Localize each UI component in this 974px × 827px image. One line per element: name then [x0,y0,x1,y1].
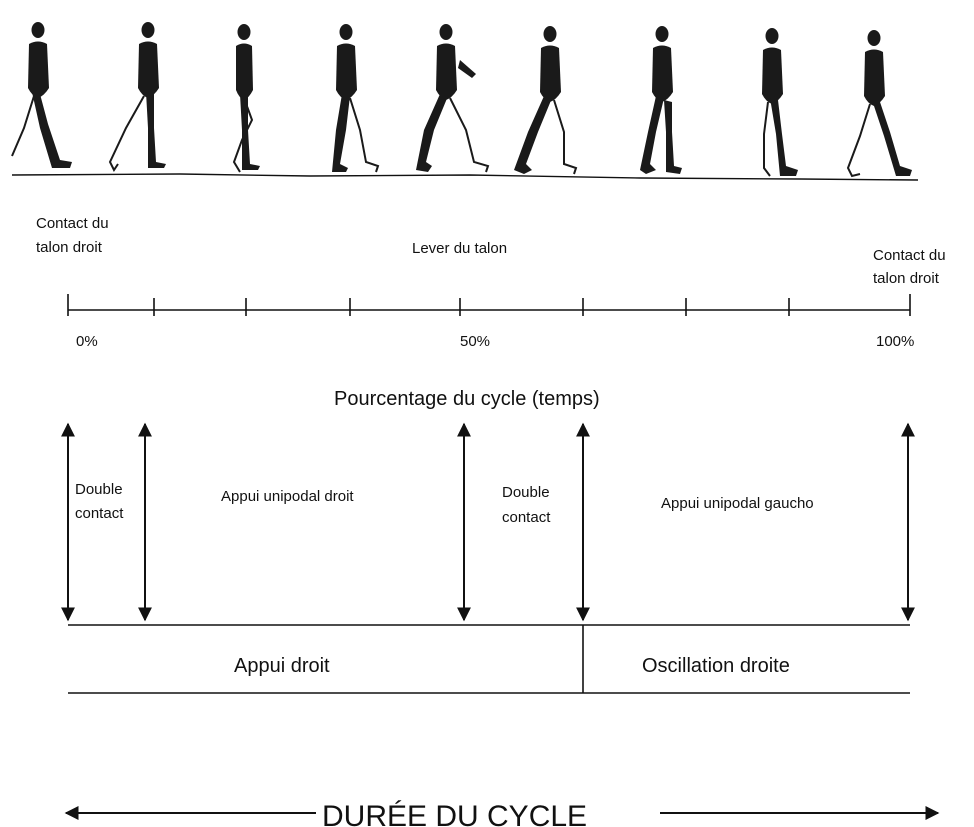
cycle-duration-label: DURÉE DU CYCLE [322,800,587,827]
walking-figures [11,22,912,178]
walker-figure [846,30,912,178]
walker-figure [514,26,578,175]
phase-arrows [61,422,915,622]
ground-line [11,173,919,181]
phase-label-single-support-left: Appui unipodal gaucho [661,495,814,512]
walker-figure [11,22,72,168]
tick-label-100: 100% [876,333,914,350]
tick-label-50: 50% [460,333,490,350]
phase-label-double-contact: contact [75,505,124,522]
phase-label-double-contact: Double [75,481,123,498]
event-label-heel-off: Lever du talon [412,240,507,257]
walker-figure [640,26,682,174]
event-label-end: talon droit [873,270,940,287]
axis-title: Pourcentage du cycle (temps) [334,388,600,410]
phase-label-single-support-right: Appui unipodal droit [221,488,354,505]
event-label-end: Contact du [873,247,946,264]
phase-label-double-contact: contact [502,509,551,526]
walker-figure [232,24,260,173]
walker-figure [762,28,798,177]
tick-label-0: 0% [76,333,98,350]
walker-figure [108,22,166,172]
phase-label-double-contact: Double [502,484,550,501]
walker-figure [416,24,490,173]
percent-axis [67,294,911,316]
event-label-start: Contact du [36,215,109,232]
walker-figure [332,24,380,173]
stance-phase-label: Appui droit [234,655,330,677]
event-label-start: talon droit [36,239,103,256]
swing-phase-label: Oscillation droite [642,655,790,677]
stance-swing-bar [68,624,910,694]
